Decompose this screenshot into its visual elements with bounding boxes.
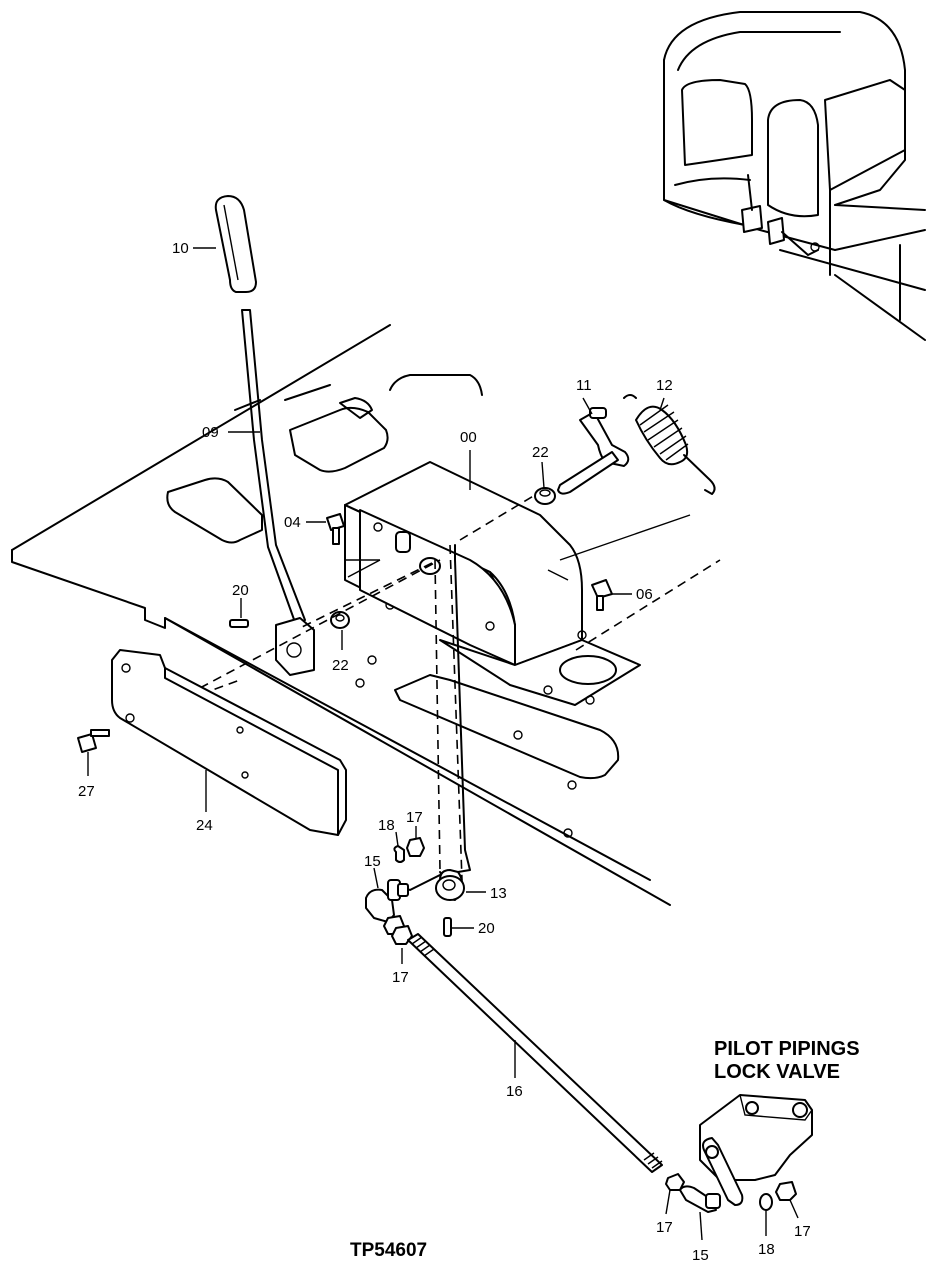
callout-12: 12 <box>656 377 673 394</box>
arm-part-11 <box>557 407 630 495</box>
callout-10: 10 <box>172 240 189 257</box>
leader-lines <box>87 247 799 1241</box>
callout-22-upper: 22 <box>532 444 549 461</box>
callout-06: 06 <box>636 586 653 603</box>
callout-15-upper: 15 <box>364 853 381 870</box>
callout-17-inset-left: 17 <box>656 1219 673 1236</box>
washer-part-18-upper <box>393 845 405 863</box>
spring-part-12 <box>623 394 716 495</box>
floor-plate <box>11 324 671 906</box>
callout-22-lower: 22 <box>332 657 349 674</box>
callout-18-inset: 18 <box>758 1241 775 1258</box>
assembly-lines <box>129 494 721 881</box>
plate-part-24 <box>111 649 347 836</box>
bolt-part-04 <box>326 513 345 545</box>
link-part-13 <box>397 544 471 901</box>
callout-labels: 10 09 00 11 12 22 22 04 06 20 20 27 24 1… <box>78 240 811 1264</box>
lock-valve-illustration <box>665 1094 813 1213</box>
bolt-part-06 <box>591 579 613 611</box>
callout-17-upper: 17 <box>406 809 423 826</box>
callout-17-middle: 17 <box>392 969 409 986</box>
callout-20-upper: 20 <box>232 582 249 599</box>
callout-27: 27 <box>78 783 95 800</box>
callout-17-inset-right: 17 <box>794 1223 811 1240</box>
drawing-code: TP54607 <box>350 1240 427 1261</box>
nut-part-17-upper <box>406 837 425 857</box>
callout-24: 24 <box>196 817 213 834</box>
ball-joint-part-15-upper <box>365 879 409 923</box>
bolt-part-27 <box>77 729 110 753</box>
callout-09: 09 <box>202 424 219 441</box>
nut-part-22-upper <box>534 487 556 505</box>
callout-13: 13 <box>490 885 507 902</box>
callout-20-lower: 20 <box>478 920 495 937</box>
pin-part-20-upper <box>229 619 249 628</box>
washer-part-22-lower <box>330 611 350 629</box>
callout-00: 00 <box>460 429 477 446</box>
cab-overview-illustration <box>663 11 926 341</box>
callout-16: 16 <box>506 1083 523 1100</box>
cover-bracket-part-00 <box>344 461 641 706</box>
nut-part-17-lower <box>383 915 413 945</box>
callout-18-upper: 18 <box>378 817 395 834</box>
rod-part-16 <box>407 933 663 1173</box>
inset-title-line-1: PILOT PIPINGS <box>714 1038 860 1060</box>
lever-part-09 <box>241 309 315 676</box>
callout-04: 04 <box>284 514 301 531</box>
grip-part-10 <box>214 195 257 293</box>
pin-part-20-lower <box>443 917 452 937</box>
inset-title-line-2: LOCK VALVE <box>714 1061 840 1083</box>
callout-11: 11 <box>576 377 592 394</box>
callout-15-inset: 15 <box>692 1247 709 1264</box>
